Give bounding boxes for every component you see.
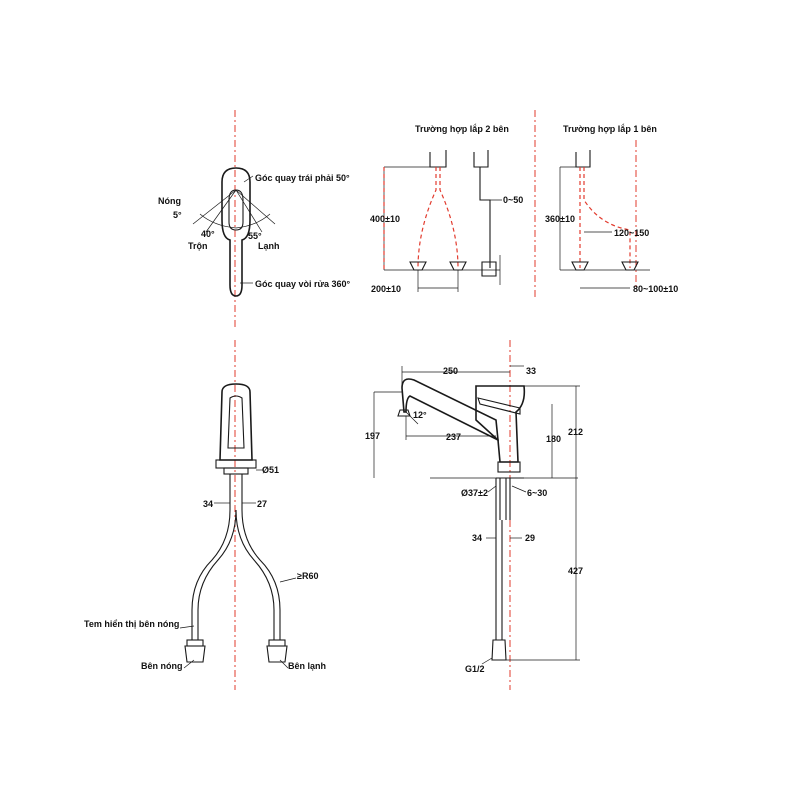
label-cold-angle: 55° — [248, 231, 262, 241]
label-two-sides-offset: 0~50 — [503, 195, 523, 205]
angle-ray-cold2 — [235, 189, 263, 233]
side-fitting — [491, 639, 507, 661]
front-shank — [229, 474, 243, 510]
hose-cold-inner — [235, 509, 275, 640]
label-top-dim: 33 — [526, 366, 536, 376]
angle-arc — [199, 213, 271, 229]
install-two-sides-title: Trường hợp lắp 2 bên — [415, 123, 509, 134]
label-mount-hole: Ø37±2 — [461, 488, 488, 498]
side-view: 250 33 12° 197 237 180 212 Ø37±2 6~30 34… — [365, 340, 583, 690]
label-front-dim-right: 27 — [257, 499, 267, 509]
deck-thickness-leader — [511, 485, 527, 493]
label-hot-angle: 5° — [173, 210, 182, 220]
one-side-inlet — [575, 150, 591, 168]
angle-ray-mix — [205, 189, 237, 233]
install-one-side: Trường hợp lắp 1 bên 360±10 120~150 80~1… — [545, 123, 678, 294]
hot-side-leader — [183, 659, 195, 669]
front-base-ring — [223, 467, 249, 475]
radius-leader — [279, 577, 297, 583]
label-deck-thickness: 6~30 — [527, 488, 547, 498]
side-base — [497, 461, 521, 473]
label-mix-angle: 40° — [201, 229, 215, 239]
front-view: Ø51 34 27 ≥R60 Tem hiển thị bên nóng Bên… — [84, 340, 326, 690]
inlet-left — [429, 150, 447, 168]
handle-slot — [228, 189, 244, 231]
label-hot-side: Bên nóng — [141, 661, 183, 671]
label-mix: Trộn — [188, 241, 208, 251]
label-spout-rotation: Góc quay vòi rửa 360° — [255, 279, 351, 289]
hose-cold-outer — [241, 509, 281, 640]
front-handle — [227, 395, 245, 449]
label-left-right-rotation: Góc quay trái phải 50° — [255, 173, 350, 183]
hose-hot-outer — [191, 509, 231, 640]
stop-valve-side — [481, 261, 497, 277]
thread-leader — [481, 657, 493, 665]
valve-shank — [479, 167, 491, 268]
hose-cold — [439, 167, 459, 269]
stop-valve-left — [409, 261, 427, 271]
label-two-sides-spacing: 200±10 — [371, 284, 401, 294]
label-one-side-spacing: 80~100±10 — [633, 284, 678, 294]
fitting-hot-nut — [184, 645, 206, 663]
hose-hot-inner — [197, 509, 237, 640]
label-cold-side: Bên lạnh — [288, 661, 326, 671]
label-one-side-height: 360±10 — [545, 214, 575, 224]
label-shank-right: 29 — [525, 533, 535, 543]
label-thread: G1/2 — [465, 664, 485, 674]
mount-hole-leader — [487, 485, 497, 493]
one-side-valve-right — [621, 261, 639, 271]
label-shank-left: 34 — [472, 533, 482, 543]
faucet-top-outline — [221, 167, 251, 297]
top-view: Nóng 5° 40° Trộn 55° Lạnh Góc quay trái … — [158, 110, 351, 330]
leader-rotation — [243, 175, 254, 183]
install-one-side-title: Trường hợp lắp 1 bên — [563, 123, 657, 134]
side-handle — [477, 397, 521, 415]
label-hose-length: 427 — [568, 566, 583, 576]
fitting-cold-top — [268, 639, 286, 647]
angle-ray-hot — [192, 189, 237, 225]
stop-valve-right — [449, 261, 467, 271]
label-two-sides-height: 400±10 — [370, 214, 400, 224]
spout — [401, 378, 499, 442]
label-spout-reach: 237 — [446, 432, 461, 442]
label-hot: Nóng — [158, 196, 181, 206]
label-base-diameter: Ø51 — [262, 465, 279, 475]
angle-leader — [405, 411, 419, 425]
angle-ray-cold — [235, 189, 276, 225]
label-total-height: 212 — [568, 427, 583, 437]
cold-side-leader — [279, 659, 289, 669]
label-hot-tag: Tem hiển thị bên nóng — [84, 619, 179, 629]
side-shank-right — [505, 478, 511, 520]
hose-hot — [417, 167, 437, 269]
label-cold: Lạnh — [258, 241, 280, 251]
fitting-hot-top — [186, 639, 204, 647]
faucet-front-body — [219, 383, 253, 461]
label-angle: 12° — [413, 410, 427, 420]
one-side-hose-cold — [583, 167, 631, 268]
label-spout-height: 197 — [365, 431, 380, 441]
side-body — [475, 385, 526, 463]
label-front-dim-left: 34 — [203, 499, 213, 509]
inlet-right — [473, 150, 489, 168]
front-base — [215, 459, 257, 469]
side-shank-left — [495, 478, 501, 520]
fitting-cold-nut — [266, 645, 288, 663]
label-one-side-offset: 120~150 — [614, 228, 649, 238]
one-side-valve-left — [571, 261, 589, 271]
side-hose — [495, 520, 503, 640]
label-spout-length: 250 — [443, 366, 458, 376]
label-bend-radius: ≥R60 — [297, 571, 318, 581]
tag-leader — [179, 625, 195, 629]
install-two-sides: Trường hợp lắp 2 bên 400±10 0~50 200±10 — [370, 110, 536, 300]
label-body-height: 180 — [546, 434, 561, 444]
